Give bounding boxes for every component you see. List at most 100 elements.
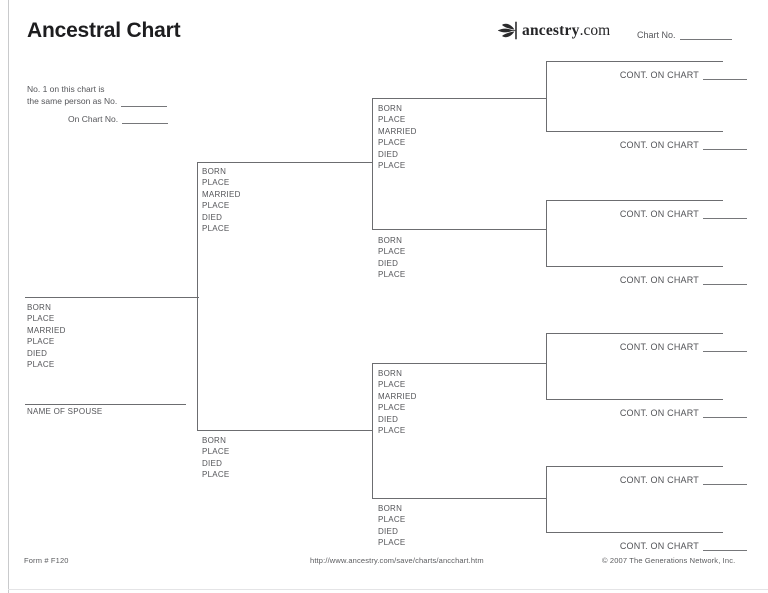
great-grandparent-2-name-line <box>546 131 723 132</box>
field-label: DIED <box>378 149 399 159</box>
maternal-grandfather-name-line <box>372 363 547 364</box>
gen4-bracket-4-line <box>546 466 547 533</box>
same-person-blank-line <box>121 97 168 107</box>
cont-blank-line <box>703 342 747 352</box>
cont-on-chart-row-3: CONT. ON CHART <box>620 209 747 219</box>
field-label: DIED <box>378 258 399 268</box>
intro-line-1: No. 1 on this chart is <box>27 84 105 94</box>
field-label: PLACE <box>378 380 406 390</box>
field-label: MARRIED <box>202 189 241 199</box>
great-grandparent-8-name-line <box>546 532 723 533</box>
father-name-line <box>197 162 373 163</box>
intro-line-2: the same person as No. <box>27 96 118 106</box>
paternal-grandmother-name-line <box>372 229 547 230</box>
field-label: DIED <box>378 526 399 536</box>
intro-note: No. 1 on this chart is the same person a… <box>27 83 168 107</box>
field-label: PLACE <box>378 515 406 525</box>
field-label: BORN <box>378 104 403 113</box>
chart-no-label: Chart No. <box>637 30 676 40</box>
field-label: BORN <box>378 504 403 513</box>
field-label: PLACE <box>378 138 406 148</box>
cont-blank-line <box>703 275 747 285</box>
cont-on-chart-row-5: CONT. ON CHART <box>620 342 747 352</box>
great-grandparent-7-name-line <box>546 466 723 467</box>
ancestry-logo: ancestry.com <box>496 20 610 41</box>
maternal-gen3-bracket-line <box>372 363 373 499</box>
cont-on-chart-label: CONT. ON CHART <box>619 475 699 485</box>
page-title: Ancestral Chart <box>27 19 181 42</box>
gen4-bracket-3-line <box>546 333 547 400</box>
cont-on-chart-row-6: CONT. ON CHART <box>620 408 747 418</box>
field-label: MARRIED <box>378 126 417 136</box>
cont-on-chart-row-4: CONT. ON CHART <box>620 275 747 285</box>
field-label: PLACE <box>378 247 406 257</box>
field-label: PLACE <box>202 447 230 457</box>
field-label: PLACE <box>202 224 230 234</box>
field-label: DIED <box>202 458 223 468</box>
field-label: DIED <box>27 348 48 358</box>
cont-on-chart-label: CONT. ON CHART <box>619 541 699 551</box>
field-label: BORN <box>202 167 227 176</box>
field-label: PLACE <box>378 161 406 171</box>
great-grandparent-4-name-line <box>546 266 723 267</box>
field-label: PLACE <box>202 201 230 211</box>
cont-on-chart-row-7: CONT. ON CHART <box>620 475 747 485</box>
cont-blank-line <box>703 209 747 219</box>
on-chart-label: On Chart No. <box>68 114 119 124</box>
ancestry-logo-text: ancestry.com <box>522 22 610 40</box>
gen4-bracket-1-line <box>546 61 547 132</box>
field-label: PLACE <box>202 178 230 188</box>
chart-no-blank-line <box>679 30 732 40</box>
field-label: DIED <box>378 414 399 424</box>
cont-blank-line <box>703 408 747 418</box>
page-left-border <box>8 0 9 593</box>
field-label: PLACE <box>27 337 55 347</box>
cont-on-chart-label: CONT. ON CHART <box>619 275 699 285</box>
great-grandparent-6-name-line <box>546 399 723 400</box>
field-label: PLACE <box>27 314 55 324</box>
cont-on-chart-row-2: CONT. ON CHART <box>620 140 747 150</box>
person1-name-line <box>25 297 199 298</box>
field-label: BORN <box>378 369 403 378</box>
on-chart-blank-line <box>122 114 169 124</box>
logo-name: ancestry <box>522 21 580 39</box>
great-grandparent-3-name-line <box>546 200 723 201</box>
cont-on-chart-label: CONT. ON CHART <box>619 408 699 418</box>
gen4-bracket-2-line <box>546 200 547 267</box>
cont-blank-line <box>703 475 747 485</box>
maternal-grandmother-name-line <box>372 498 547 499</box>
paternal-grandfather-name-line <box>372 98 547 99</box>
name-of-spouse-label: NAME OF SPOUSE <box>27 407 103 416</box>
field-label: PLACE <box>27 360 55 370</box>
mother-name-line <box>197 430 373 431</box>
field-label: PLACE <box>378 426 406 436</box>
field-label: PLACE <box>202 470 230 480</box>
field-label: MARRIED <box>378 391 417 401</box>
cont-on-chart-label: CONT. ON CHART <box>619 209 699 219</box>
paternal-gen3-bracket-line <box>372 98 373 230</box>
footer-copyright: © 2007 The Generations Network, Inc. <box>602 556 736 565</box>
cont-blank-line <box>703 140 747 150</box>
cont-blank-line <box>703 541 747 551</box>
field-label: PLACE <box>378 115 406 125</box>
cont-on-chart-row-8: CONT. ON CHART <box>620 541 747 551</box>
great-grandparent-5-name-line <box>546 333 723 334</box>
logo-suffix: .com <box>579 21 611 39</box>
field-label: PLACE <box>378 538 406 548</box>
footer-form-number: Form # F120 <box>24 556 69 565</box>
field-label: DIED <box>202 212 223 222</box>
cont-on-chart-label: CONT. ON CHART <box>619 70 699 80</box>
field-label: BORN <box>27 303 52 312</box>
page-bottom-border <box>8 589 768 590</box>
field-label: MARRIED <box>27 325 66 335</box>
footer-url: http://www.ancestry.com/save/charts/ancc… <box>310 556 484 565</box>
gen2-bracket-line <box>197 162 198 431</box>
cont-on-chart-label: CONT. ON CHART <box>619 140 699 150</box>
cont-on-chart-label: CONT. ON CHART <box>619 342 699 352</box>
